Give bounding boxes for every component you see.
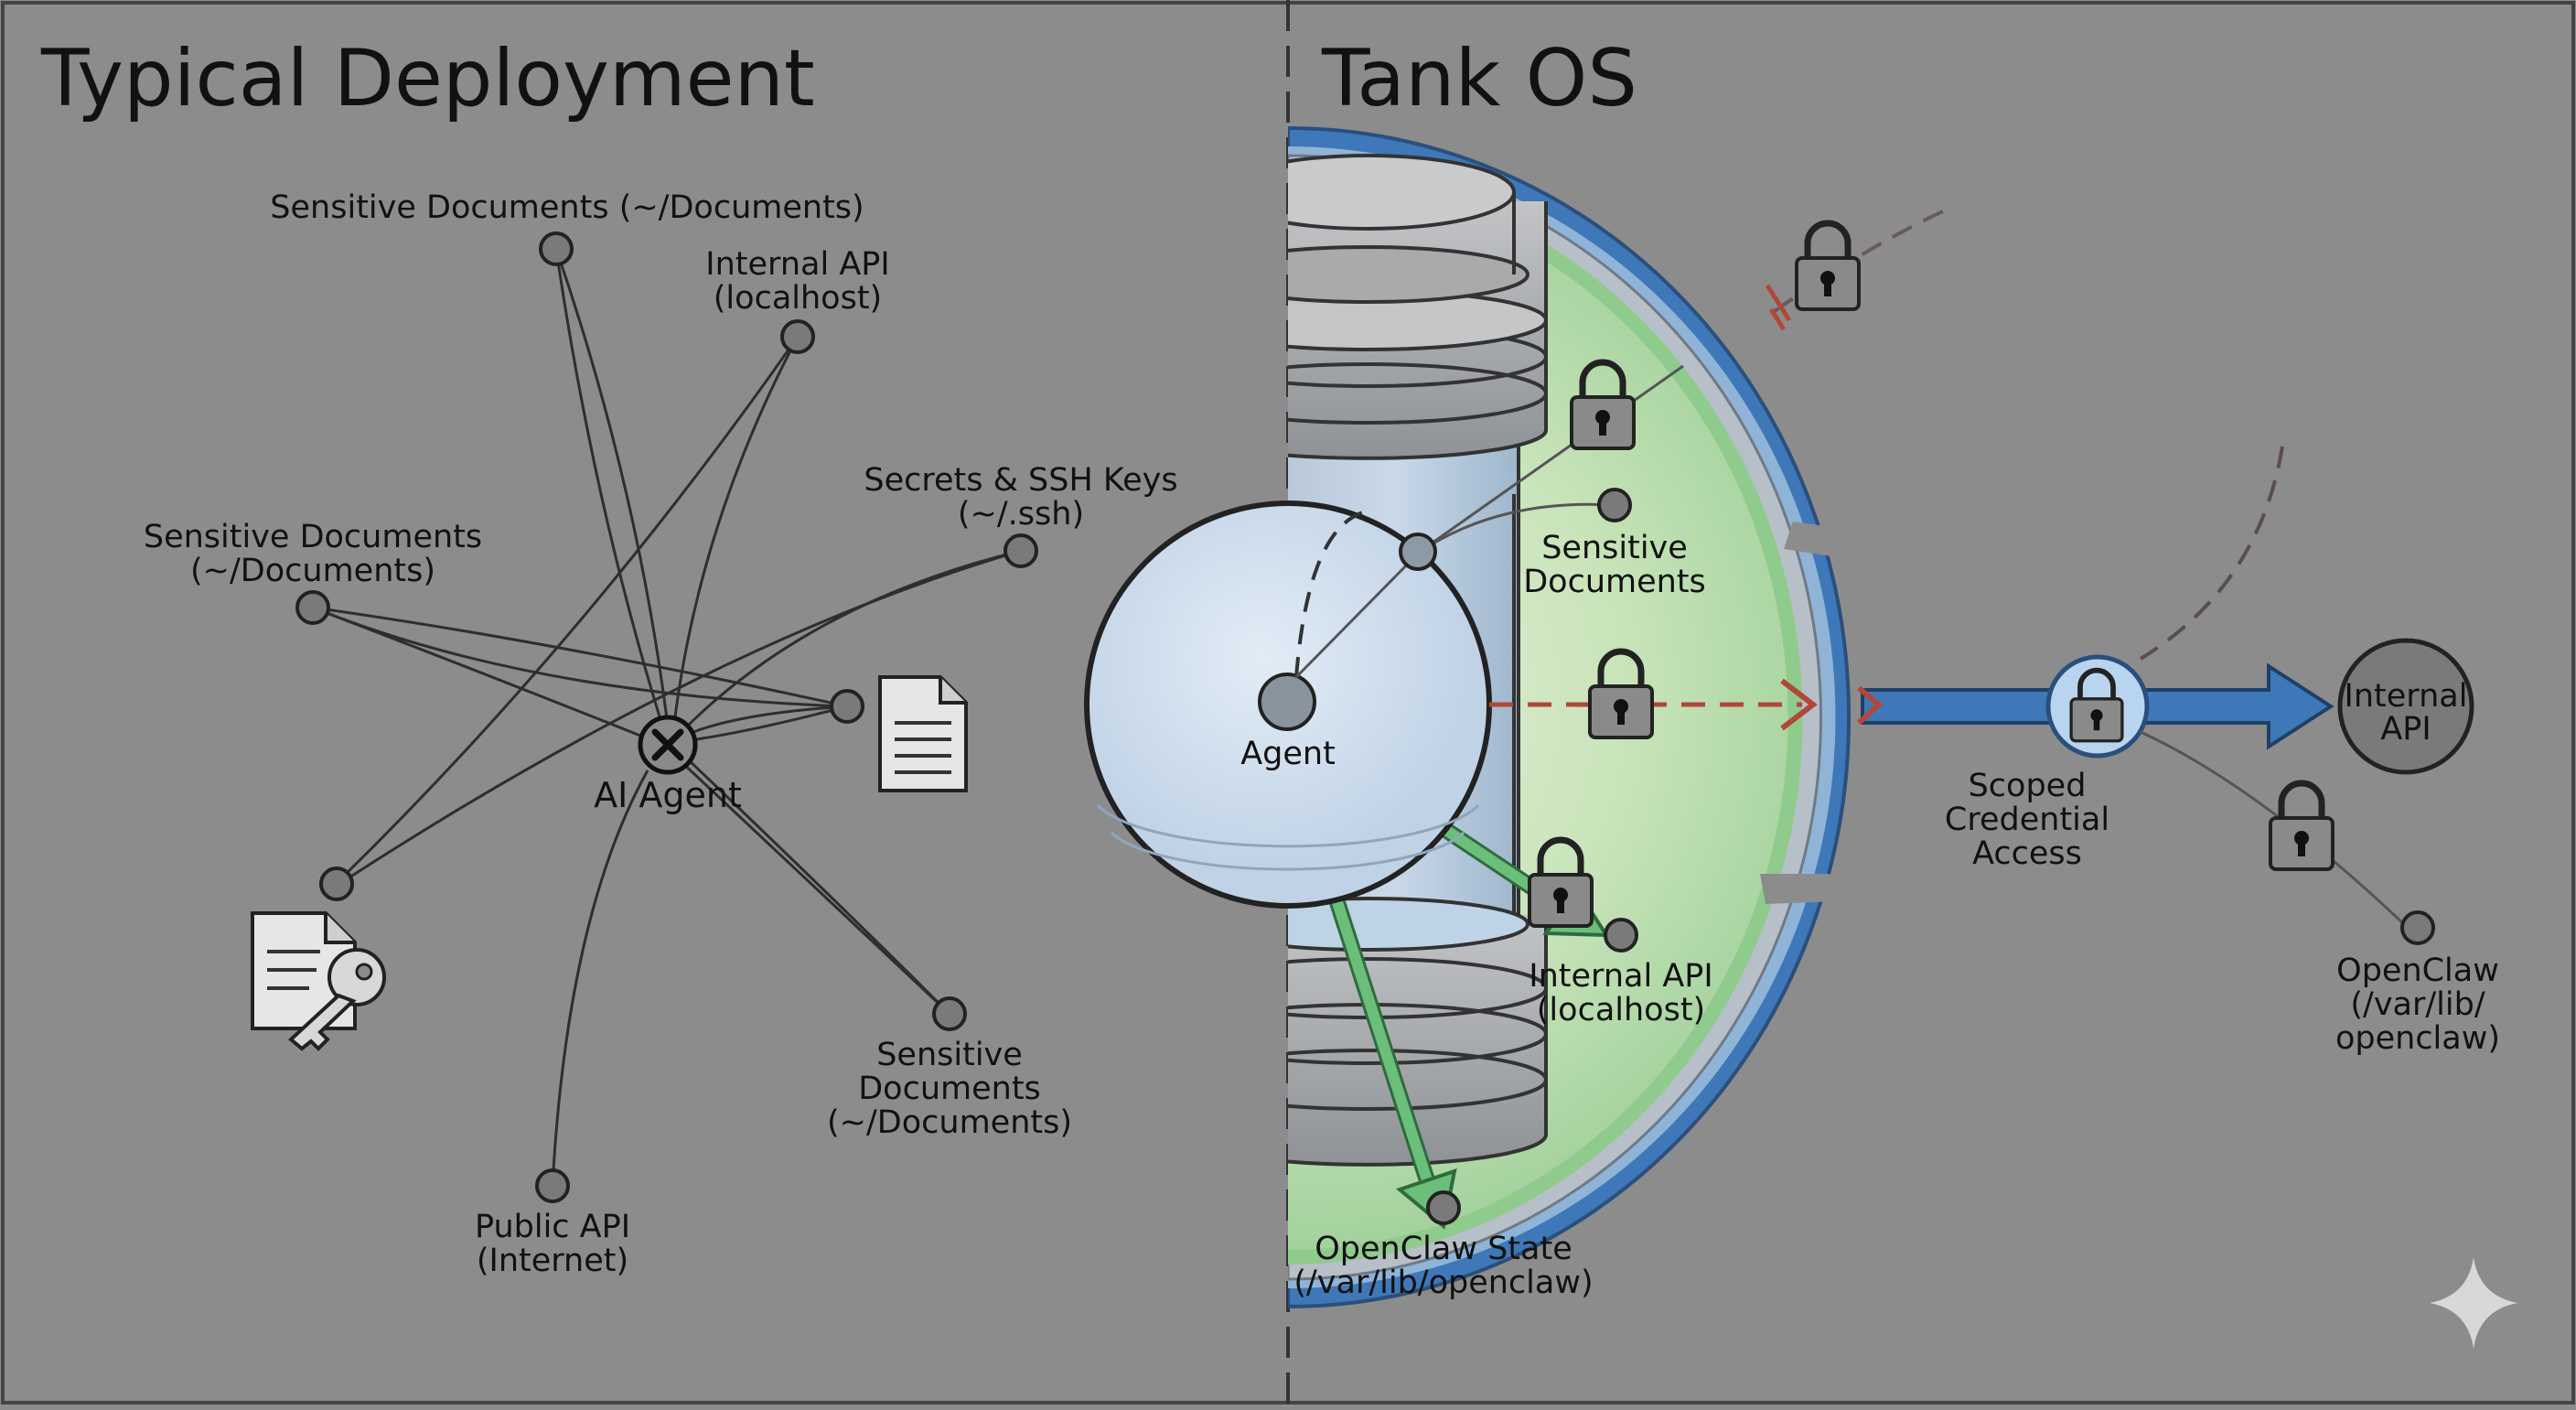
label-secrets-1: Secrets & SSH Keys bbox=[864, 462, 1177, 499]
label-docs-1: Sensitive bbox=[1541, 530, 1688, 566]
node-document bbox=[830, 689, 864, 724]
right-panel: Tank OS bbox=[1084, 33, 2517, 1349]
sparkle-icon bbox=[2430, 1257, 2517, 1349]
shield-gap-top bbox=[1784, 522, 1857, 558]
label-docs-left-2: (~/Documents) bbox=[190, 553, 435, 589]
label-docs-2: Documents bbox=[1523, 564, 1706, 600]
node-docs-br bbox=[932, 996, 967, 1031]
node-secrets bbox=[1004, 533, 1038, 568]
label-docs-br-1: Sensitive bbox=[876, 1037, 1023, 1073]
link-ext-openclaw bbox=[2140, 730, 2408, 928]
agent-label: Agent bbox=[1240, 736, 1336, 772]
x-mark-icon bbox=[651, 728, 684, 761]
label-api-local-1: Internal API bbox=[1529, 958, 1712, 995]
node-docs-left bbox=[295, 590, 330, 625]
ai-agent-hub: AI Agent bbox=[594, 715, 742, 815]
document-key-icon bbox=[251, 911, 386, 1051]
node-internal-api bbox=[1604, 918, 1638, 953]
label-ext-api-1: Internal bbox=[2345, 678, 2468, 715]
node-inner-junction bbox=[1399, 533, 1437, 571]
node-key-doc bbox=[319, 866, 354, 901]
left-panel: Typical Deployment bbox=[40, 33, 1178, 1279]
label-internal-api-2: (localhost) bbox=[714, 280, 882, 317]
label-public-api-2: (Internet) bbox=[477, 1243, 628, 1279]
label-scoped-3: Access bbox=[1972, 835, 2082, 872]
label-internal-api-1: Internal API bbox=[705, 246, 889, 283]
shield-gap-bottom bbox=[1760, 874, 1841, 904]
label-scoped-2: Credential bbox=[1945, 802, 2109, 838]
dashed-external-top bbox=[1773, 207, 1949, 313]
node-ext-openclaw bbox=[2400, 910, 2435, 945]
label-public-api-1: Public API bbox=[475, 1209, 630, 1245]
label-api-local-2: (localhost) bbox=[1537, 992, 1705, 1028]
label-ext-oc-3: openclaw) bbox=[2335, 1020, 2500, 1057]
link-to-lock bbox=[1419, 364, 1684, 554]
label-state-1: OpenClaw State bbox=[1315, 1231, 1572, 1267]
dashed-link-up bbox=[1294, 511, 1364, 678]
node-docs-top bbox=[539, 231, 574, 266]
node-internal-api bbox=[780, 319, 815, 354]
node-openclaw-state bbox=[1426, 1190, 1461, 1225]
label-scoped-1: Scoped bbox=[1969, 768, 2087, 804]
label-secrets-2: (~/.ssh) bbox=[958, 496, 1084, 533]
document-icon bbox=[878, 675, 968, 792]
label-docs-br-3: (~/Documents) bbox=[827, 1104, 1072, 1141]
label-ext-oc-1: OpenClaw bbox=[2336, 953, 2499, 989]
blocked-mark bbox=[1765, 284, 1792, 331]
label-docs-top: Sensitive Documents (~/Documents) bbox=[270, 189, 864, 226]
external-internal-api-node bbox=[2337, 638, 2474, 775]
label-docs-left-1: Sensitive Documents bbox=[144, 519, 482, 555]
label-docs-br-2: Documents bbox=[858, 1071, 1041, 1107]
dashed-external-right bbox=[2139, 446, 2284, 661]
agent-circle: Agent bbox=[1084, 500, 1492, 909]
ai-agent-label: AI Agent bbox=[594, 775, 742, 815]
left-title: Typical Deployment bbox=[40, 33, 815, 124]
label-ext-oc-2: (/var/lib/ bbox=[2350, 986, 2485, 1023]
label-ext-api-2: API bbox=[2380, 711, 2431, 748]
right-title: Tank OS bbox=[1321, 33, 1637, 124]
node-public-api bbox=[535, 1168, 570, 1203]
node-sensitive-docs bbox=[1597, 488, 1632, 522]
label-state-2: (/var/lib/openclaw) bbox=[1293, 1265, 1593, 1301]
edges bbox=[312, 248, 1022, 1187]
